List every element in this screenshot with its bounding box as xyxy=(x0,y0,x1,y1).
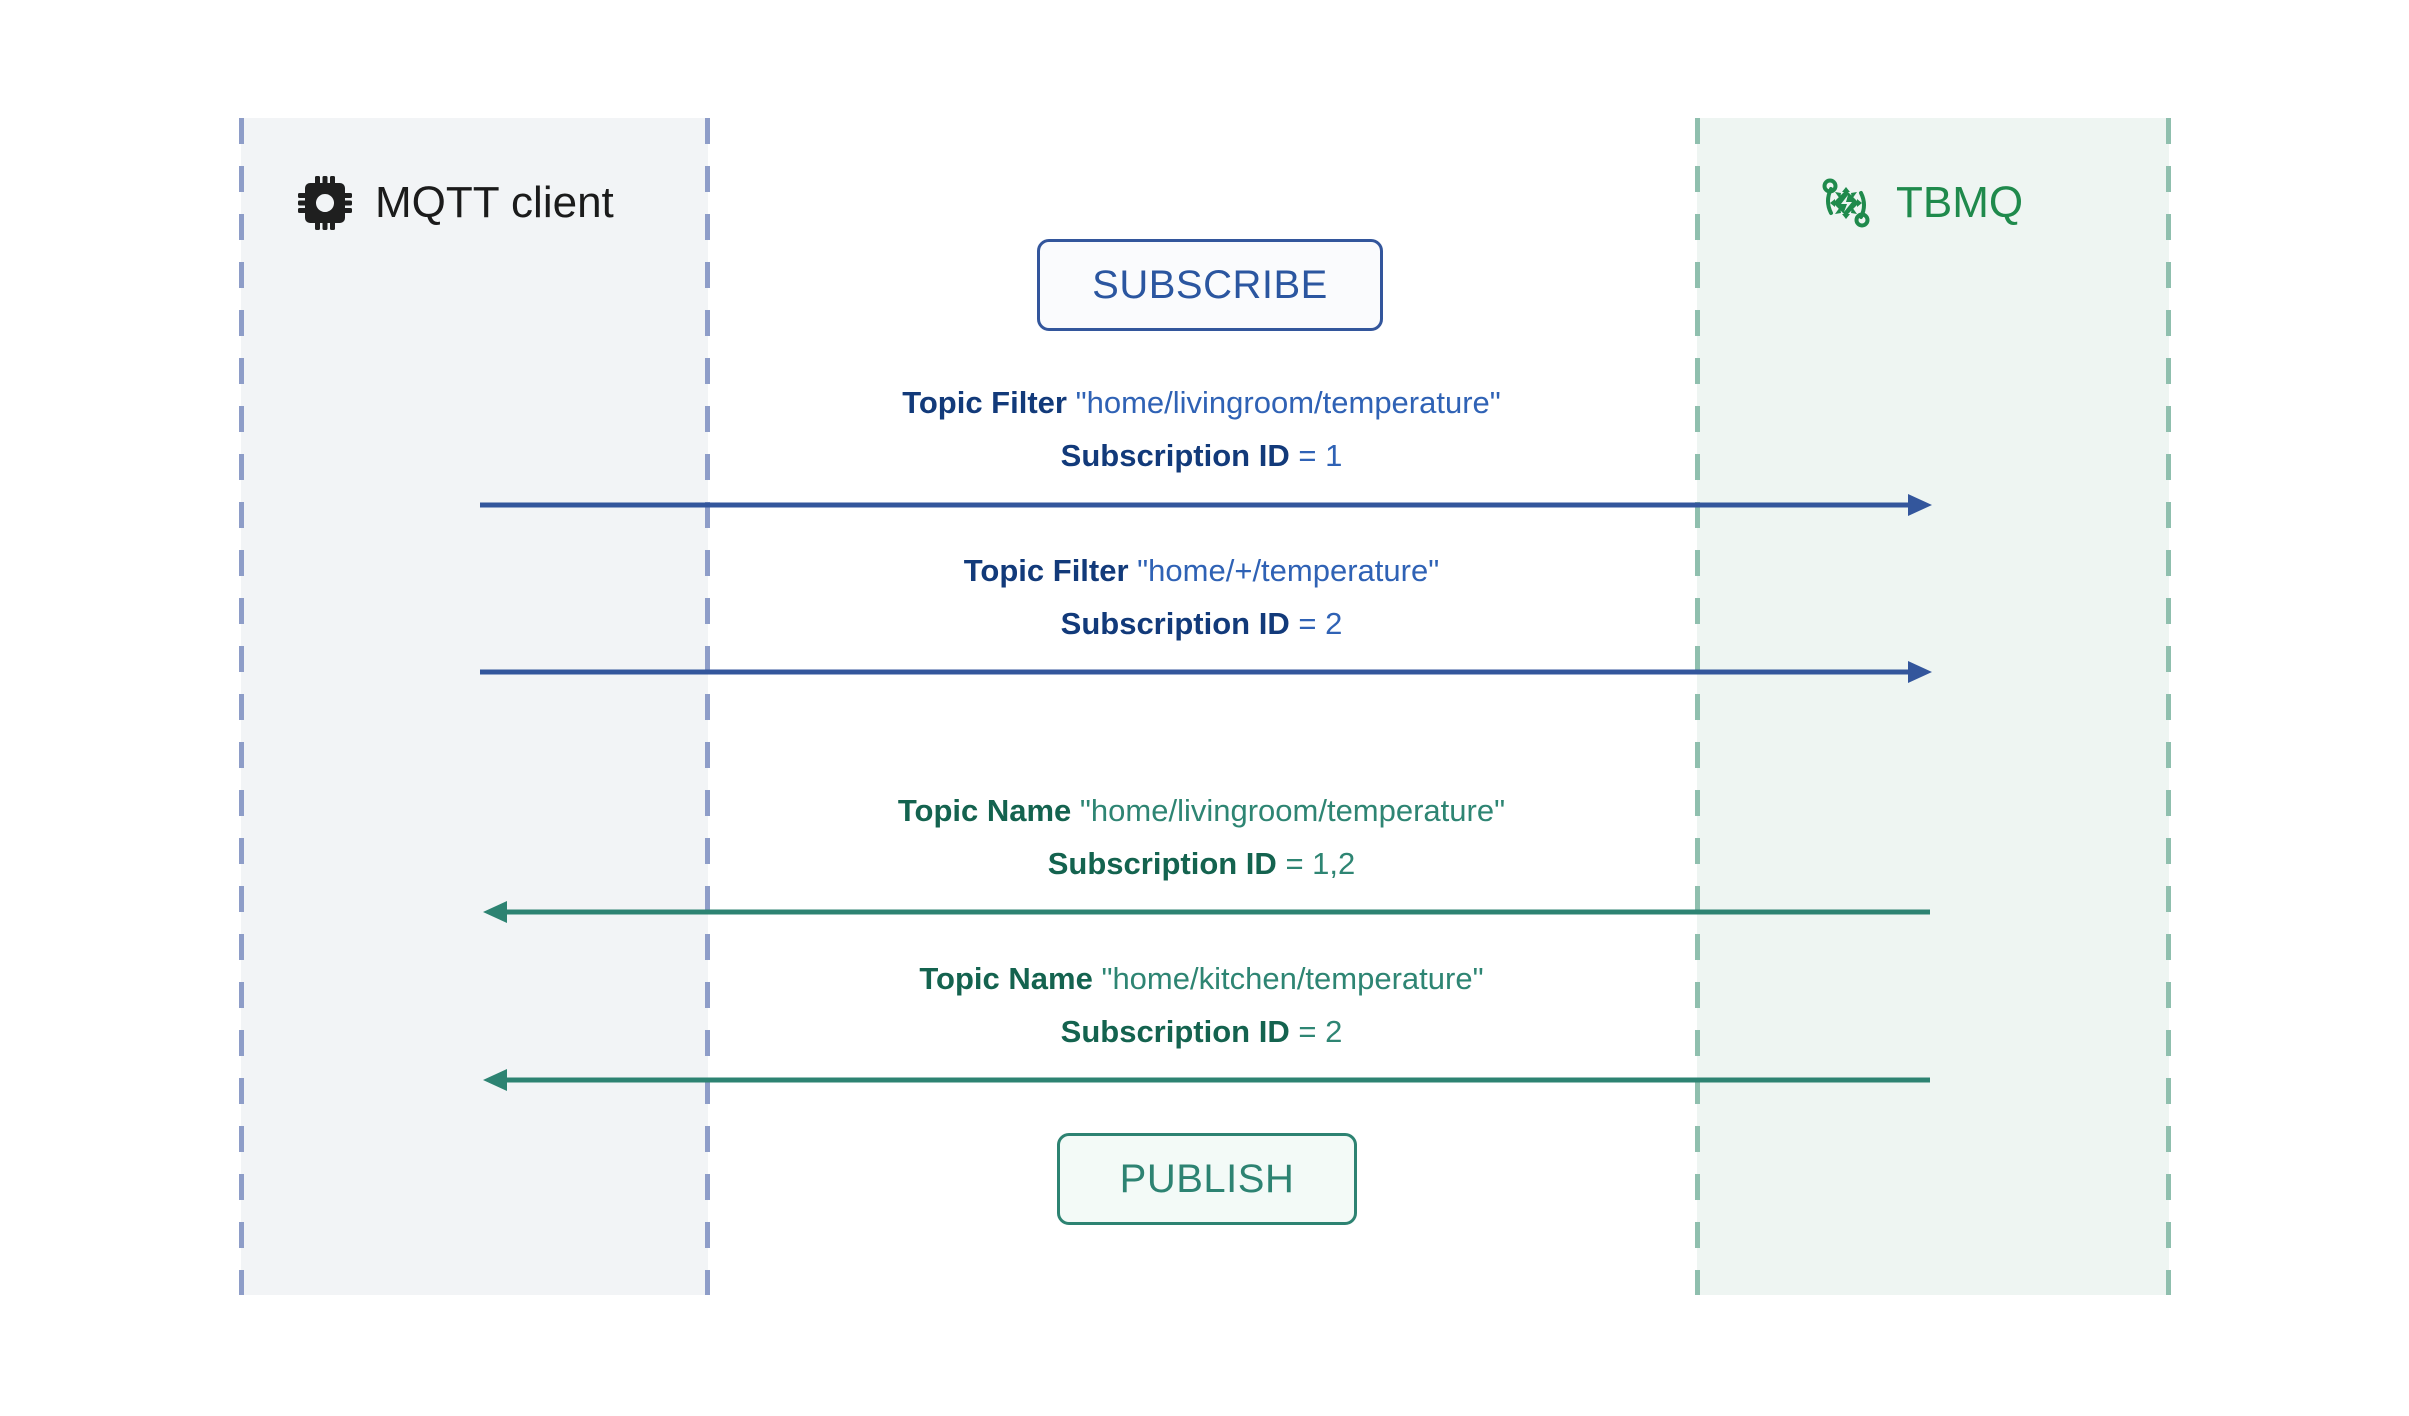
client-panel xyxy=(241,118,708,1295)
message-sub-1-line-2-value: = 1 xyxy=(1298,438,1343,473)
message-sub-1-line-2: Subscription ID = 1 xyxy=(0,438,2409,474)
arrow-pub-1 xyxy=(483,901,1930,923)
broker-lifeline-right xyxy=(2166,118,2171,1295)
message-sub-2-line-2-key: Subscription ID xyxy=(1060,606,1290,641)
message-sub-2-line-2: Subscription ID = 2 xyxy=(0,606,2409,642)
client-lifeline-left xyxy=(239,118,244,1295)
broker-panel xyxy=(1697,118,2169,1295)
message-pub-1-line-2-value: = 1,2 xyxy=(1285,846,1356,881)
participant-broker: TBMQ xyxy=(1818,168,2023,238)
arrow-pub-2 xyxy=(483,1069,1930,1091)
message-pub-2-line-2-value: = 2 xyxy=(1298,1014,1343,1049)
subscribe-operation-box[interactable]: SUBSCRIBE xyxy=(1037,239,1383,331)
message-pub-2-line-1: Topic Name "home/kitchen/temperature" xyxy=(0,961,2409,997)
message-pub-2-line-1-value: "home/kitchen/temperature" xyxy=(1101,961,1484,996)
message-pub-2-line-2-key: Subscription ID xyxy=(1060,1014,1290,1049)
tbmq-logo-icon xyxy=(1818,175,1874,231)
message-pub-1-line-1-key: Topic Name xyxy=(897,793,1072,828)
participant-client: MQTT client xyxy=(297,168,614,238)
message-pub-1-line-1-value: "home/livingroom/temperature" xyxy=(1079,793,1506,828)
message-sub-2-line-1-key: Topic Filter xyxy=(963,553,1129,588)
message-pub-1-line-2-key: Subscription ID xyxy=(1047,846,1277,881)
message-pub-2-line-1-key: Topic Name xyxy=(919,961,1093,996)
message-sub-2-line-1: Topic Filter "home/+/temperature" xyxy=(0,553,2409,589)
participant-client-label: MQTT client xyxy=(375,178,614,227)
message-sub-1-line-1-value: "home/livingroom/temperature" xyxy=(1075,385,1501,420)
client-lifeline-right xyxy=(705,118,710,1295)
message-sub-2-line-1-value: "home/+/temperature" xyxy=(1137,553,1440,588)
arrow-sub-1 xyxy=(480,494,1932,516)
message-sub-1-line-1: Topic Filter "home/livingroom/temperatur… xyxy=(0,385,2409,421)
message-sub-2-line-2-value: = 2 xyxy=(1298,606,1343,641)
message-sub-1-line-2-key: Subscription ID xyxy=(1060,438,1290,473)
message-pub-1-line-2: Subscription ID = 1,2 xyxy=(0,846,2409,882)
message-pub-1-line-1: Topic Name "home/livingroom/temperature" xyxy=(0,793,2409,829)
participant-broker-label: TBMQ xyxy=(1896,178,2024,227)
message-sub-1-line-1-key: Topic Filter xyxy=(902,385,1067,420)
broker-lifeline-left xyxy=(1695,118,1700,1295)
publish-operation-box[interactable]: PUBLISH xyxy=(1057,1133,1357,1225)
message-pub-2-line-2: Subscription ID = 2 xyxy=(0,1014,2409,1050)
arrow-sub-2 xyxy=(480,661,1932,683)
chip-icon xyxy=(297,175,353,231)
